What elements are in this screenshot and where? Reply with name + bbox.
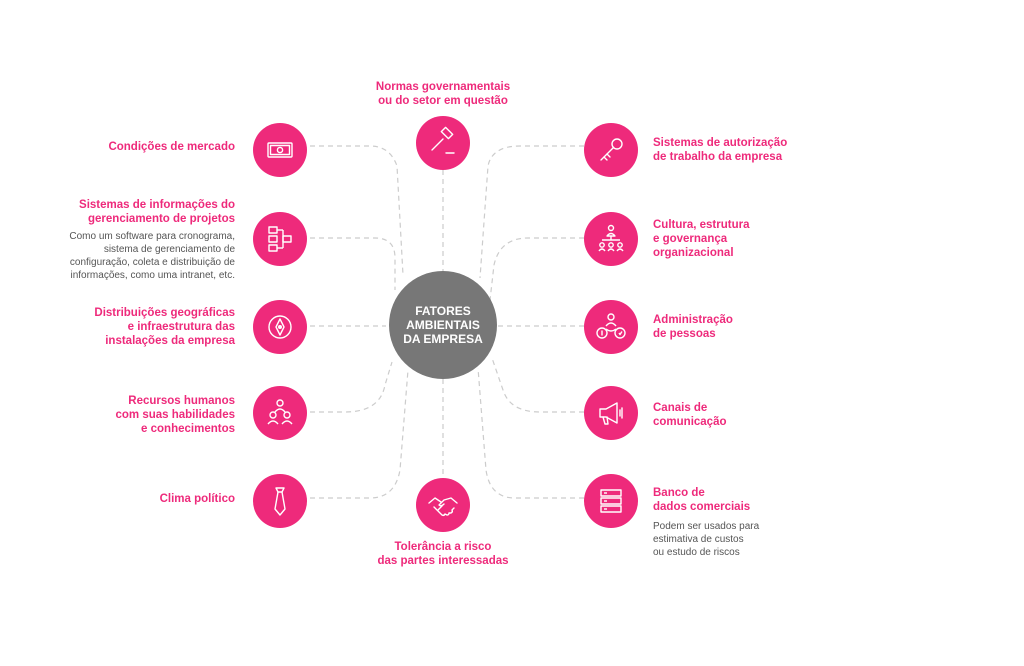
banco-description: Podem ser usados para estimativa de cust… [653,521,760,558]
tolerancia-title: Tolerância a risco das partes interessad… [377,541,509,567]
banknote-icon [267,142,293,158]
canais-title: Canais de comunicação [653,402,727,428]
node-mercado [253,123,307,177]
clima-title: Clima político [159,493,235,505]
compass-icon [268,315,292,339]
org-chart-icon [598,224,624,252]
node-clima [253,474,307,528]
sistemas-info-description: Como um software para cronograma, sistem… [69,231,235,281]
node-autorizacao [584,123,638,177]
center-node: FATORES AMBIENTAIS DA EMPRESA [389,271,497,379]
recursos-title: Recursos humanos com suas habilidades e … [115,395,235,435]
cultura-title: Cultura, estrutura e governança organiza… [653,219,750,259]
node-cultura [584,212,638,266]
mercado-title: Condições de mercado [108,141,235,153]
people-icon [267,399,293,425]
node-recursos [253,386,307,440]
center-label: FATORES AMBIENTAIS DA EMPRESA [403,304,483,346]
key-icon [600,138,623,161]
megaphone-icon [599,402,623,425]
banco-title: Banco de dados comerciais [653,487,751,513]
handshake-icon [428,497,458,517]
tie-icon [274,487,286,516]
autorizacao-title: Sistemas de autorização de trabalho da e… [653,137,788,163]
node-tolerancia [416,478,470,532]
pessoas-title: Administração de pessoas [653,314,733,340]
flowchart-icon [268,226,292,252]
gavel-icon [431,126,455,154]
node-sistemas-info [253,212,307,266]
node-canais [584,386,638,440]
database-icon [600,489,622,513]
sistemas-info-title: Sistemas de informações do gerenciamento… [79,199,235,225]
hr-people-icon [596,313,626,339]
node-distribuicoes [253,300,307,354]
normas-title: Normas governamentais ou do setor em que… [375,81,511,107]
distribuicoes-title: Distribuições geográficas e infraestrutu… [94,307,235,347]
node-normas [416,116,470,170]
node-banco [584,474,638,528]
node-pessoas [584,300,638,354]
